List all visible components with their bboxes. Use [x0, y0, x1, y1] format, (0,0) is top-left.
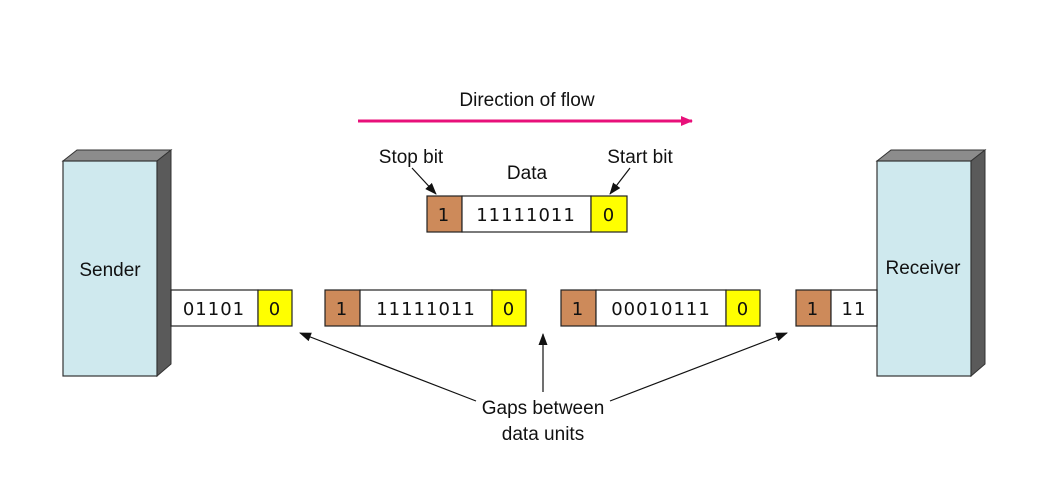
data-box — [170, 289, 259, 327]
stop-bit-label: Stop bit — [379, 147, 444, 168]
start-bit-pointer — [609, 167, 631, 195]
receiver-face — [876, 160, 972, 377]
data-label: Data — [507, 163, 548, 184]
receiver-label: Receiver — [886, 258, 962, 279]
data-bits: 11111011 — [476, 205, 576, 226]
receiver-device: Receiver — [875, 148, 987, 378]
data-box — [461, 195, 592, 233]
receiver-side — [970, 148, 986, 378]
flow-label: Direction of flow — [459, 90, 594, 111]
start-bit-value: 0 — [503, 299, 515, 320]
stop-bit-value: 1 — [438, 205, 450, 226]
frame-a: 1 11111011 0 — [324, 289, 527, 327]
gaps-label-line1: Gaps between — [482, 398, 605, 419]
stop-bit-box — [795, 289, 832, 327]
data-box — [830, 289, 878, 327]
receiver-top — [875, 149, 987, 162]
stop-bit-value: 1 — [807, 299, 819, 320]
sender-device: Sender — [61, 148, 173, 378]
start-bit-value: 0 — [737, 299, 749, 320]
data-bits: 01101 — [183, 299, 245, 320]
stop-bit-value: 1 — [572, 299, 584, 320]
data-bits: 11111011 — [376, 299, 476, 320]
start-bit-box — [725, 289, 761, 327]
start-bit-box — [491, 289, 527, 327]
start-bit-box — [257, 289, 293, 327]
gap-pointer-right — [609, 332, 788, 402]
detail-frame: 1 11111011 0 — [426, 195, 628, 233]
sender-face — [62, 160, 158, 377]
gaps-label-line2: data units — [502, 424, 584, 445]
stop-bit-box — [560, 289, 597, 327]
gap-pointer-left — [299, 332, 477, 402]
sender-top — [61, 149, 173, 162]
data-bits: 11 — [842, 299, 867, 320]
start-bit-label: Start bit — [607, 147, 673, 168]
data-bits: 00010111 — [611, 299, 711, 320]
sender-partial-frame: 01101 0 — [170, 289, 293, 327]
receiver-partial-frame: 1 11 — [795, 289, 878, 327]
sender-side — [156, 148, 172, 378]
start-bit-value: 0 — [603, 205, 615, 226]
frame-b: 1 00010111 0 — [560, 289, 761, 327]
sender-label: Sender — [79, 260, 141, 281]
data-box — [359, 289, 493, 327]
stop-bit-value: 1 — [336, 299, 348, 320]
stop-bit-pointer — [411, 167, 437, 195]
start-bit-box — [590, 195, 628, 233]
start-bit-value: 0 — [269, 299, 281, 320]
